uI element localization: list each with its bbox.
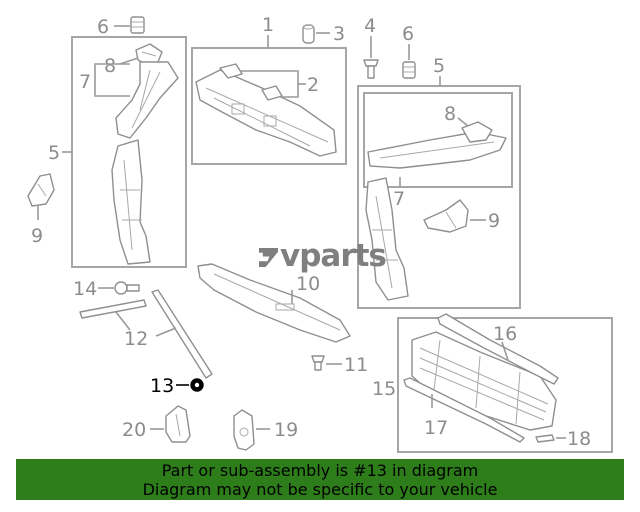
upper-radiator-support-icon (195, 69, 337, 157)
part-4-bolt-icon (363, 59, 379, 79)
callout-19: 19 (274, 419, 298, 441)
banner-line-2: Diagram may not be specific to your vehi… (142, 480, 498, 499)
callout-7-right: 7 (393, 188, 405, 210)
part-9-right-icon (423, 199, 469, 233)
callout-18: 18 (567, 428, 591, 450)
part-16-seal-icon (437, 313, 559, 385)
right-support-group-box (357, 85, 521, 309)
callout-17: 17 (424, 417, 448, 439)
callout-20: 20 (122, 419, 146, 441)
vparts-logo-text: vparts (280, 238, 387, 274)
callout-6-left: 6 (97, 16, 109, 38)
part-14-bolt-icon (114, 281, 140, 295)
callout-1: 1 (262, 14, 274, 36)
part-12-brace-icon (79, 289, 213, 379)
callout-12: 12 (124, 328, 148, 350)
callout-8-left: 8 (104, 55, 116, 77)
part-13-nut-icon (190, 378, 204, 392)
callout-2: 2 (307, 74, 319, 96)
callout-10: 10 (296, 273, 320, 295)
callout-11: 11 (344, 354, 368, 376)
callout-7-left: 7 (79, 71, 91, 93)
part-19-bracket-icon (233, 409, 255, 451)
part-2-clip-icon (219, 63, 283, 101)
part-18-clip-icon (535, 434, 555, 443)
callout-15: 15 (372, 378, 396, 400)
right-vertical-support-icon (365, 177, 409, 301)
part-6-left-icon (130, 16, 145, 34)
part-17-seal-icon (403, 377, 525, 443)
callout-16: 16 (493, 323, 517, 345)
upper-radiator-support-box (191, 47, 347, 165)
callout-14: 14 (73, 278, 97, 300)
part-10-lower-member-icon (197, 263, 351, 343)
part-6-right-icon (402, 61, 416, 79)
vparts-mark-icon (259, 248, 278, 267)
part-8-left-bracket-icon (135, 43, 163, 65)
right-inner-box (363, 92, 513, 188)
left-upper-support-icon (115, 61, 179, 139)
part-3-icon (302, 24, 315, 44)
callout-5-right: 5 (433, 55, 445, 77)
part-info-banner: Part or sub-assembly is #13 in diagram D… (16, 459, 624, 500)
shutter-assembly-box (397, 317, 613, 453)
part-20-bracket-icon (165, 405, 191, 443)
callout-13-highlighted: 13 (150, 375, 174, 397)
callout-8-right: 8 (444, 103, 456, 125)
callout-9-right: 9 (488, 210, 500, 232)
callout-6-right: 6 (402, 23, 414, 45)
part-8-right-bracket-icon (461, 121, 493, 143)
left-vertical-support-icon (111, 139, 151, 265)
callout-3: 3 (333, 23, 345, 45)
part-11-bolt-icon (311, 355, 325, 371)
callout-4: 4 (364, 15, 376, 37)
callout-5-left: 5 (48, 142, 60, 164)
banner-line-1: Part or sub-assembly is #13 in diagram (161, 461, 479, 480)
part-9-left-icon (27, 173, 55, 207)
callout-9-left: 9 (31, 225, 43, 247)
vparts-watermark-logo: vparts (259, 238, 387, 274)
